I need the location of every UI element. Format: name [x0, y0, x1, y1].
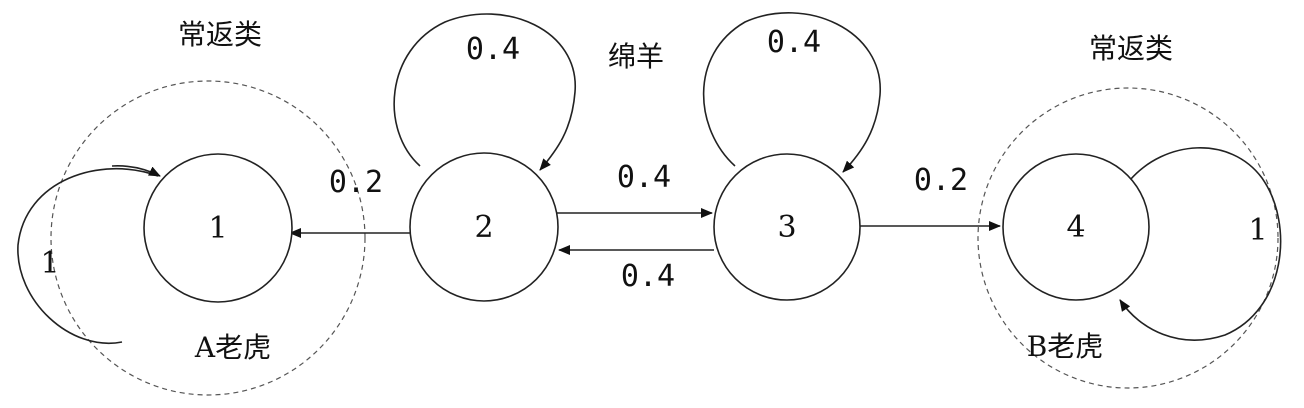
self-loop-4-prob: 1: [1248, 213, 1267, 248]
tiger-a-label: A老虎: [194, 331, 271, 364]
state-label-2: 2: [474, 210, 493, 245]
recurrent-class-label-left: 常返类: [178, 18, 262, 51]
self-loop-4: [1119, 147, 1282, 341]
self-loop-2-prob: 0.4: [466, 32, 520, 67]
edge-3-to-2-prob: 0.4: [621, 259, 675, 294]
recurrent-class-b-boundary: [977, 87, 1279, 389]
state-node-4: [1002, 153, 1150, 301]
state-node-2: [409, 152, 559, 302]
sheep-label: 绵羊: [608, 40, 664, 73]
self-loop-1: [17, 168, 159, 345]
edge-2-to-3-prob: 0.4: [617, 160, 671, 195]
edge-2-to-1-prob: 0.2: [329, 165, 383, 200]
tiger-b-label: B老虎: [1027, 330, 1104, 363]
state-node-3: [713, 153, 861, 301]
state-label-1: 1: [208, 211, 227, 246]
self-loop-1-arrow: [111, 165, 161, 177]
self-loop-3-prob: 0.4: [767, 25, 821, 60]
recurrent-class-label-right: 常返类: [1089, 32, 1173, 65]
recurrent-class-a-boundary: [50, 80, 366, 396]
self-loop-3: [702, 12, 881, 173]
state-label-3: 3: [777, 210, 796, 245]
state-label-4: 4: [1066, 210, 1085, 245]
state-node-1: [143, 153, 293, 303]
edge-3-to-4-prob: 0.2: [914, 163, 968, 198]
self-loop-1-prob: 1: [40, 246, 59, 281]
self-loop-2: [393, 13, 576, 171]
